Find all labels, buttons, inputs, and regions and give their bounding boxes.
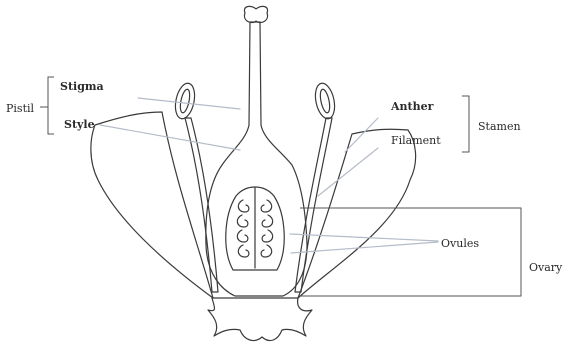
- ovule: [237, 230, 248, 242]
- ovule: [261, 200, 272, 212]
- stamen-bracket: [462, 96, 469, 152]
- style-label: Style: [64, 119, 95, 130]
- pistil-label: Pistil: [6, 103, 34, 114]
- filament-label: Filament: [391, 135, 441, 146]
- left-filament: [185, 118, 218, 292]
- stigma-label: Stigma: [60, 81, 104, 92]
- ovules-label: Ovules: [441, 238, 479, 249]
- stamen-label: Stamen: [478, 121, 521, 132]
- right-anther: [312, 82, 337, 121]
- right-petal: [298, 129, 416, 298]
- style-pointer: [100, 125, 240, 150]
- pistil-bracket: [48, 77, 54, 134]
- ovary-bracket: [300, 208, 521, 296]
- ovary-label: Ovary: [529, 262, 562, 273]
- ovules-pointer-1: [290, 234, 438, 241]
- left-anther: [172, 82, 197, 121]
- ovules-pointer-2: [291, 242, 438, 253]
- ovule: [238, 200, 249, 212]
- ovule: [237, 215, 248, 227]
- anther-pointer: [345, 118, 378, 152]
- ovule: [261, 245, 272, 257]
- ovule: [238, 245, 249, 257]
- ovule: [262, 230, 273, 242]
- filament-pointer: [318, 148, 378, 196]
- anther-label: Anther: [391, 101, 433, 112]
- left-petal: [91, 112, 213, 298]
- ovule: [262, 215, 273, 227]
- stigma: [244, 6, 267, 22]
- receptacle: [208, 298, 312, 341]
- right-filament: [295, 118, 332, 292]
- pistil-outline: [206, 22, 307, 296]
